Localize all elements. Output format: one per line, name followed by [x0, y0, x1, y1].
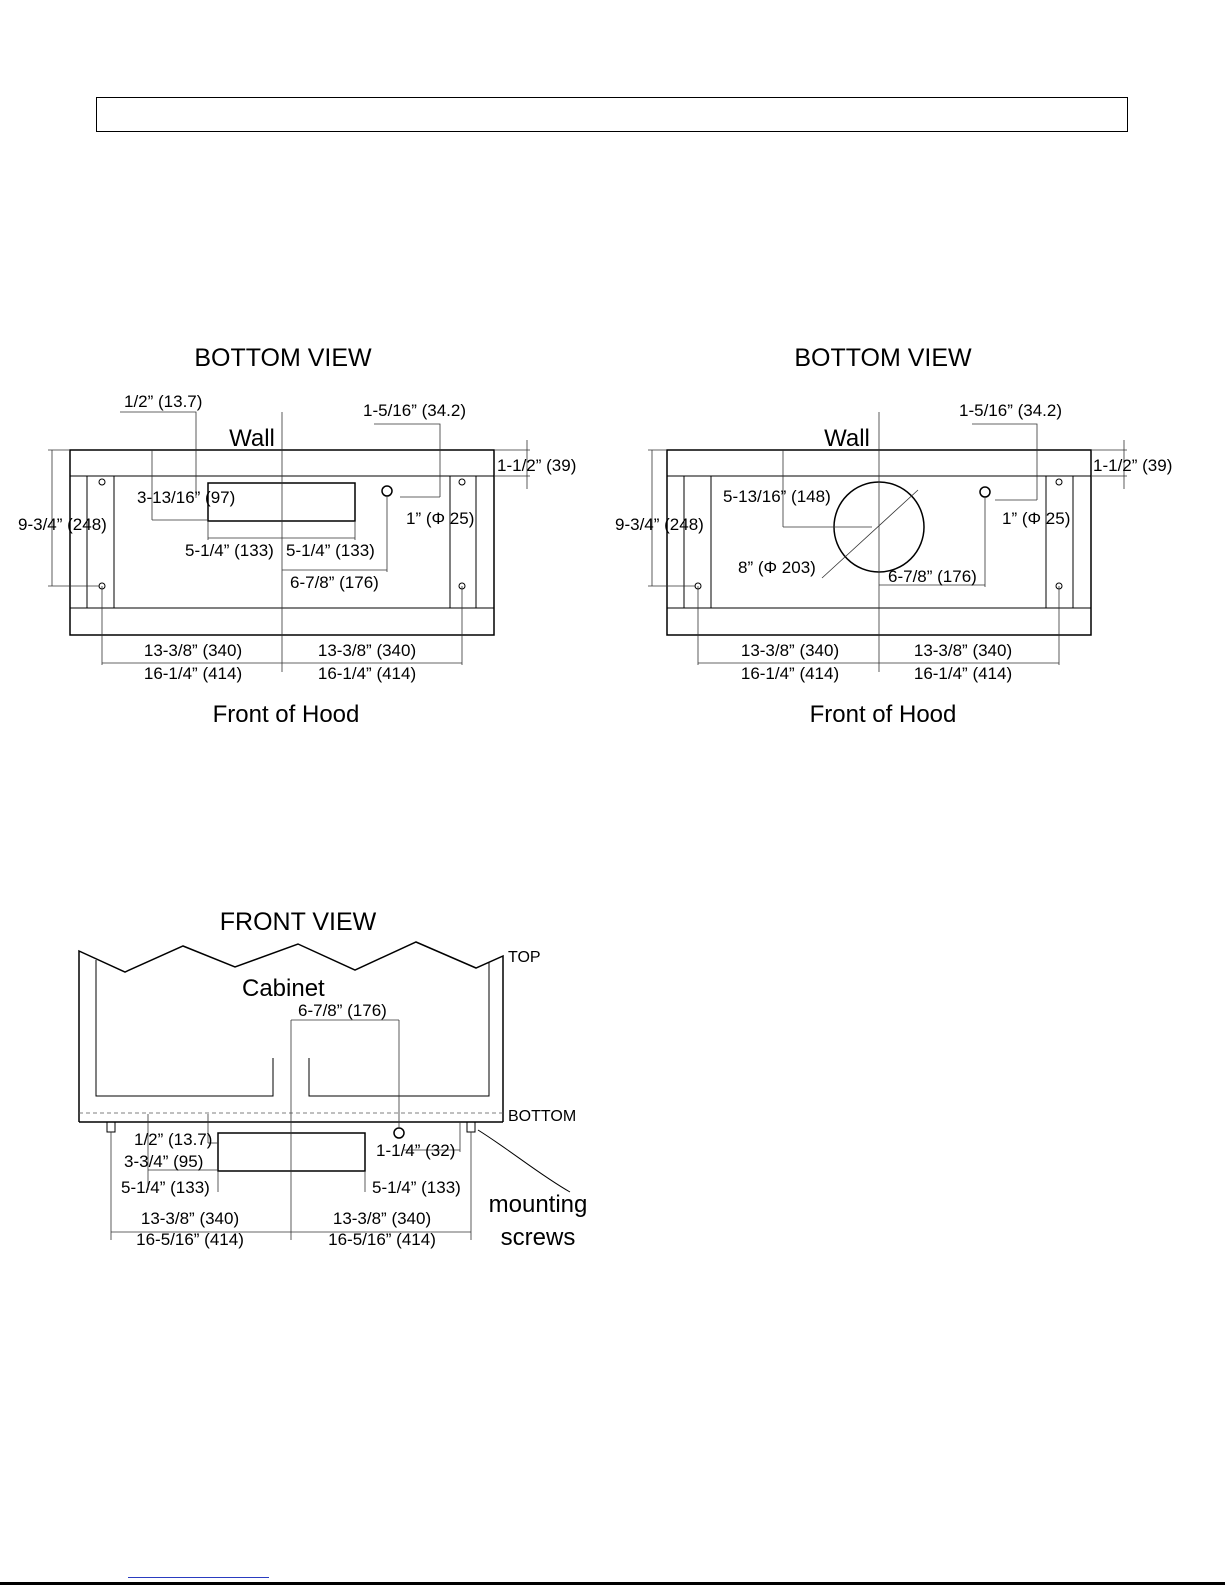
fv-dim-label: 16-5/16” (414): [328, 1230, 436, 1249]
fv-dim-label: 13-3/8” (340): [141, 1209, 239, 1228]
bottom-view-2-title: BOTTOM VIEW: [794, 344, 972, 372]
header-box: [96, 97, 1128, 132]
bv1-front-label: Front of Hood: [213, 701, 360, 728]
bv2-dim-label: 16-1/4” (414): [741, 664, 839, 683]
bv1-dim-label: 13-3/8” (340): [144, 641, 242, 660]
fv-cabinet-outline: [78, 941, 504, 1122]
fv-dim-label: 3-3/4” (95): [124, 1152, 203, 1171]
fv-cabinet-label: Cabinet: [242, 975, 325, 1002]
fv-dim-label: 16-5/16” (414): [136, 1230, 244, 1249]
bv1-dim-label: 1-5/16” (34.2): [363, 401, 466, 420]
fv-mounting-screw: [106, 1121, 116, 1133]
bv2-dim-label: 1” (Φ 25): [1002, 509, 1070, 528]
bv2-dim-label: 13-3/8” (340): [914, 641, 1012, 660]
bv1-screw: [98, 478, 106, 486]
fv-dim-label: 5-1/4” (133): [372, 1178, 461, 1197]
bv2-dim-label: 6-7/8” (176): [888, 567, 977, 586]
bv1-hole: [381, 485, 393, 497]
bv2-dim-label: 13-3/8” (340): [741, 641, 839, 660]
fv-dim-label: 13-3/8” (340): [333, 1209, 431, 1228]
bv1-dim-label: 5-1/4” (133): [185, 541, 274, 560]
front-view-title: FRONT VIEW: [220, 908, 377, 936]
bv2-front-label: Front of Hood: [810, 701, 957, 728]
fv-dim-label: 1/2” (13.7): [134, 1130, 212, 1149]
fv-dim-label: 5-1/4” (133): [121, 1178, 210, 1197]
bv1-dim-label: 5-1/4” (133): [286, 541, 375, 560]
fv-dim-label: 1-1/4” (32): [376, 1141, 455, 1160]
bv1-wall-label: Wall: [229, 425, 275, 452]
fv-screw-leader: [477, 1129, 571, 1193]
bv1-rectangular-cutout: [207, 482, 356, 522]
bv2-hole: [979, 486, 991, 498]
bv1-dim-label: 3-13/16” (97): [137, 488, 235, 507]
bv2-dim-label: 16-1/4” (414): [914, 664, 1012, 683]
bv2-dim-label: 8” (Φ 203): [738, 558, 816, 577]
bv2-wall-label: Wall: [824, 425, 870, 452]
fv-rectangular-cutout: [217, 1132, 366, 1172]
bottom-view-1: BOTTOM VIEW: [18, 344, 576, 728]
fv-mounting-label-line1: mounting: [489, 1191, 588, 1218]
bv1-dim-label: 1” (Φ 25): [406, 509, 474, 528]
bv1-dim-label: 9-3/4” (248): [18, 515, 107, 534]
footer-link-underline: [128, 1577, 269, 1578]
fv-mounting-label-line2: screws: [501, 1224, 576, 1251]
bottom-view-2: BOTTOM VIEW Wall 1-5/16” (34.2): [615, 344, 1172, 728]
front-view: FRONT VIEW Cabinet TOP: [78, 908, 588, 1251]
bv2-dim-label: 1-5/16” (34.2): [959, 401, 1062, 420]
fv-mounting-screw: [466, 1121, 476, 1133]
bv1-dim-label: 16-1/4” (414): [318, 664, 416, 683]
bv2-dim-label: 5-13/16” (148): [723, 487, 831, 506]
bv2-screw: [1055, 478, 1063, 486]
bv1-dim-label: 13-3/8” (340): [318, 641, 416, 660]
fv-bottom-label: BOTTOM: [508, 1108, 576, 1125]
bv2-dim-label: 1-1/2” (39): [1093, 456, 1172, 475]
footer-rule: [0, 1582, 1225, 1585]
bv1-screw: [458, 478, 466, 486]
fv-dim-label: 6-7/8” (176): [298, 1001, 387, 1020]
bv1-dim-label: 1/2” (13.7): [124, 392, 202, 411]
bv2-dim-label: 9-3/4” (248): [615, 515, 704, 534]
bv1-dim-label: 6-7/8” (176): [290, 573, 379, 592]
bottom-view-1-title: BOTTOM VIEW: [194, 344, 372, 372]
bv1-dim-label: 16-1/4” (414): [144, 664, 242, 683]
fv-top-label: TOP: [508, 949, 541, 966]
fv-hole: [393, 1127, 405, 1139]
bv1-dim-label: 1-1/2” (39): [497, 456, 576, 475]
